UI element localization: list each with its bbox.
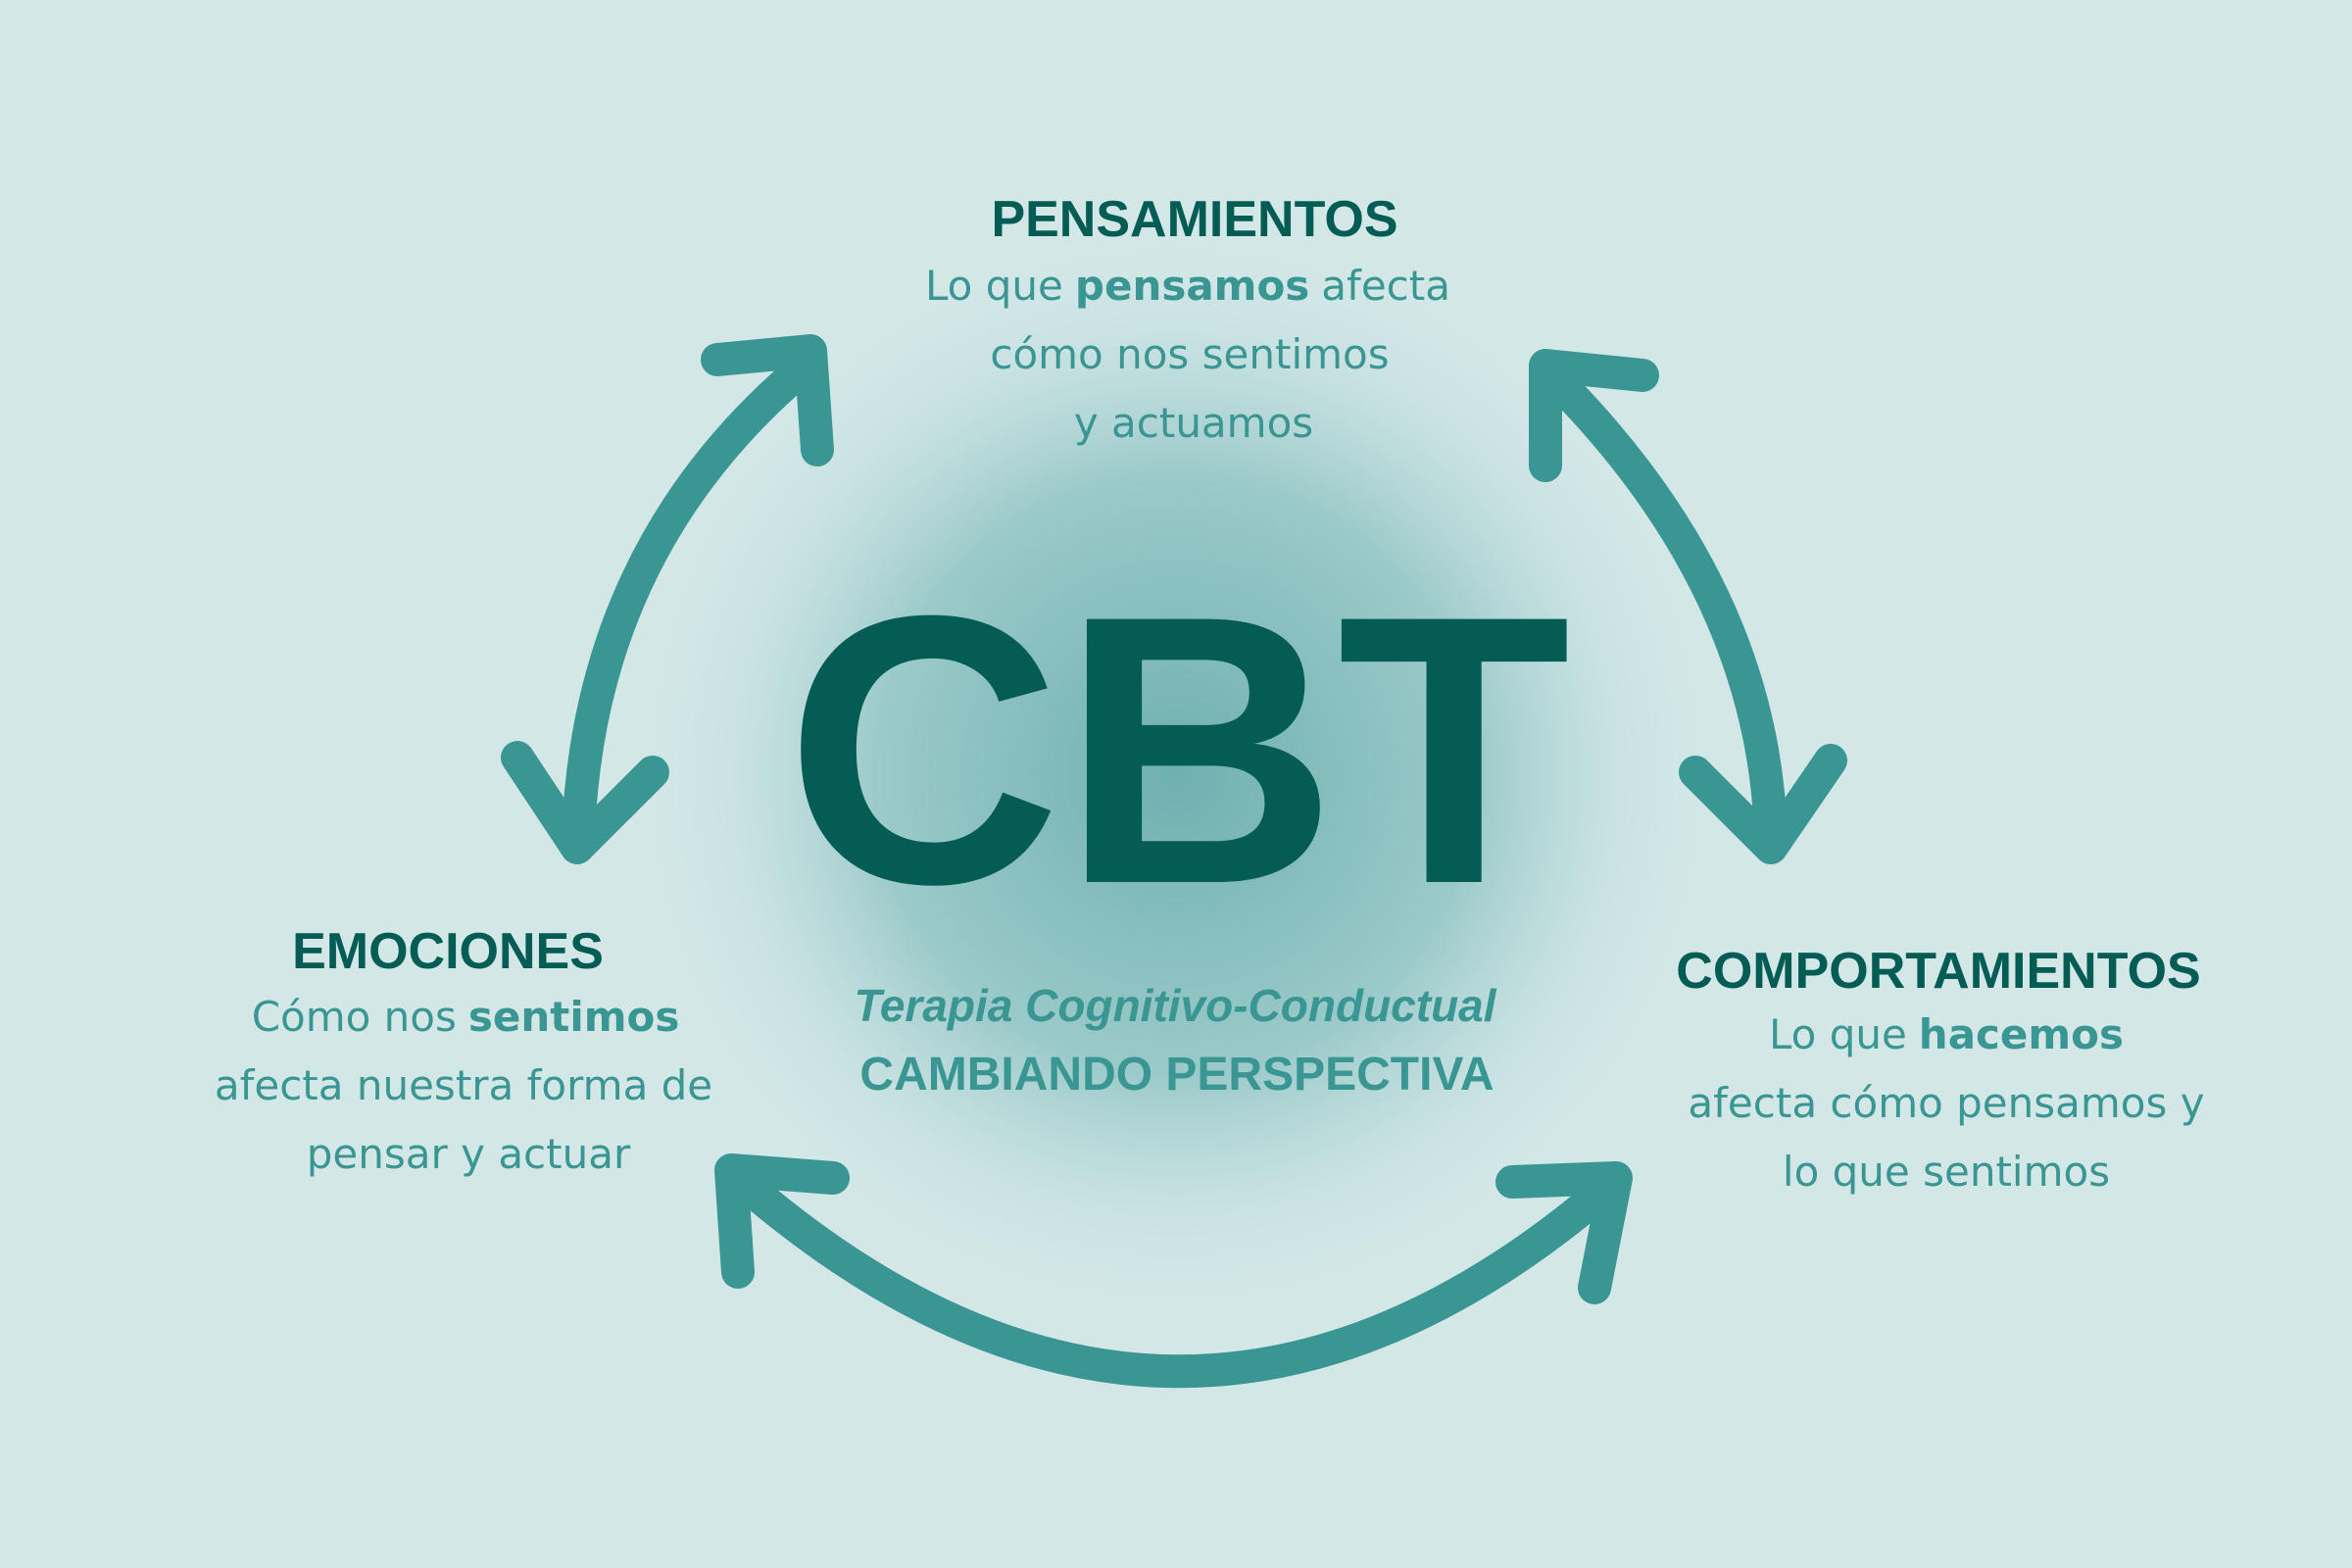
comportamientos-line1: Lo que hacemos [1769,1010,2124,1058]
arrow-thoughts-behaviors-icon [1529,349,1847,864]
text: Lo que [1769,1010,1907,1058]
tagline: CAMBIANDO PERSPECTIVA [859,1049,1494,1101]
center-glow [627,225,1725,1323]
text: Cómo nos [252,993,457,1041]
subtitle: Terapia Cognitivo-Conductual [854,980,1496,1031]
node-emociones: EMOCIONES Cómo nos sentimos afecta nuest… [215,923,712,1178]
text-bold: pensamos [1075,262,1309,310]
pensamientos-line3: y actuamos [1074,399,1313,447]
emociones-line2: afecta nuestra forma de [215,1061,712,1109]
node-comportamientos: COMPORTAMIENTOS Lo que hacemos afecta có… [1676,943,2204,1196]
node-pensamientos: PENSAMIENTOS Lo que pensamos afecta cómo… [925,191,1450,447]
text-bold: sentimos [468,993,679,1041]
emociones-line3: pensar y actuar [307,1130,631,1178]
arrow-thoughts-emotions-icon [501,334,834,864]
emociones-line1: Cómo nos sentimos [252,993,680,1041]
pensamientos-line1: Lo que pensamos afecta [925,262,1450,310]
heading-emociones: EMOCIONES [292,923,604,980]
heading-pensamientos: PENSAMIENTOS [991,191,1397,248]
pensamientos-line2: cómo nos sentimos [990,330,1389,378]
text: Lo que [925,262,1063,310]
cbt-title: CBT [785,536,1571,963]
text: afecta [1321,262,1450,310]
comportamientos-line2: afecta cómo pensamos y [1688,1079,2204,1127]
text-bold: hacemos [1919,1010,2124,1058]
heading-comportamientos: COMPORTAMIENTOS [1676,943,2200,1000]
arrow-emotions-behaviors-icon [714,1153,1633,1389]
comportamientos-line3: lo que sentimos [1783,1148,2110,1196]
